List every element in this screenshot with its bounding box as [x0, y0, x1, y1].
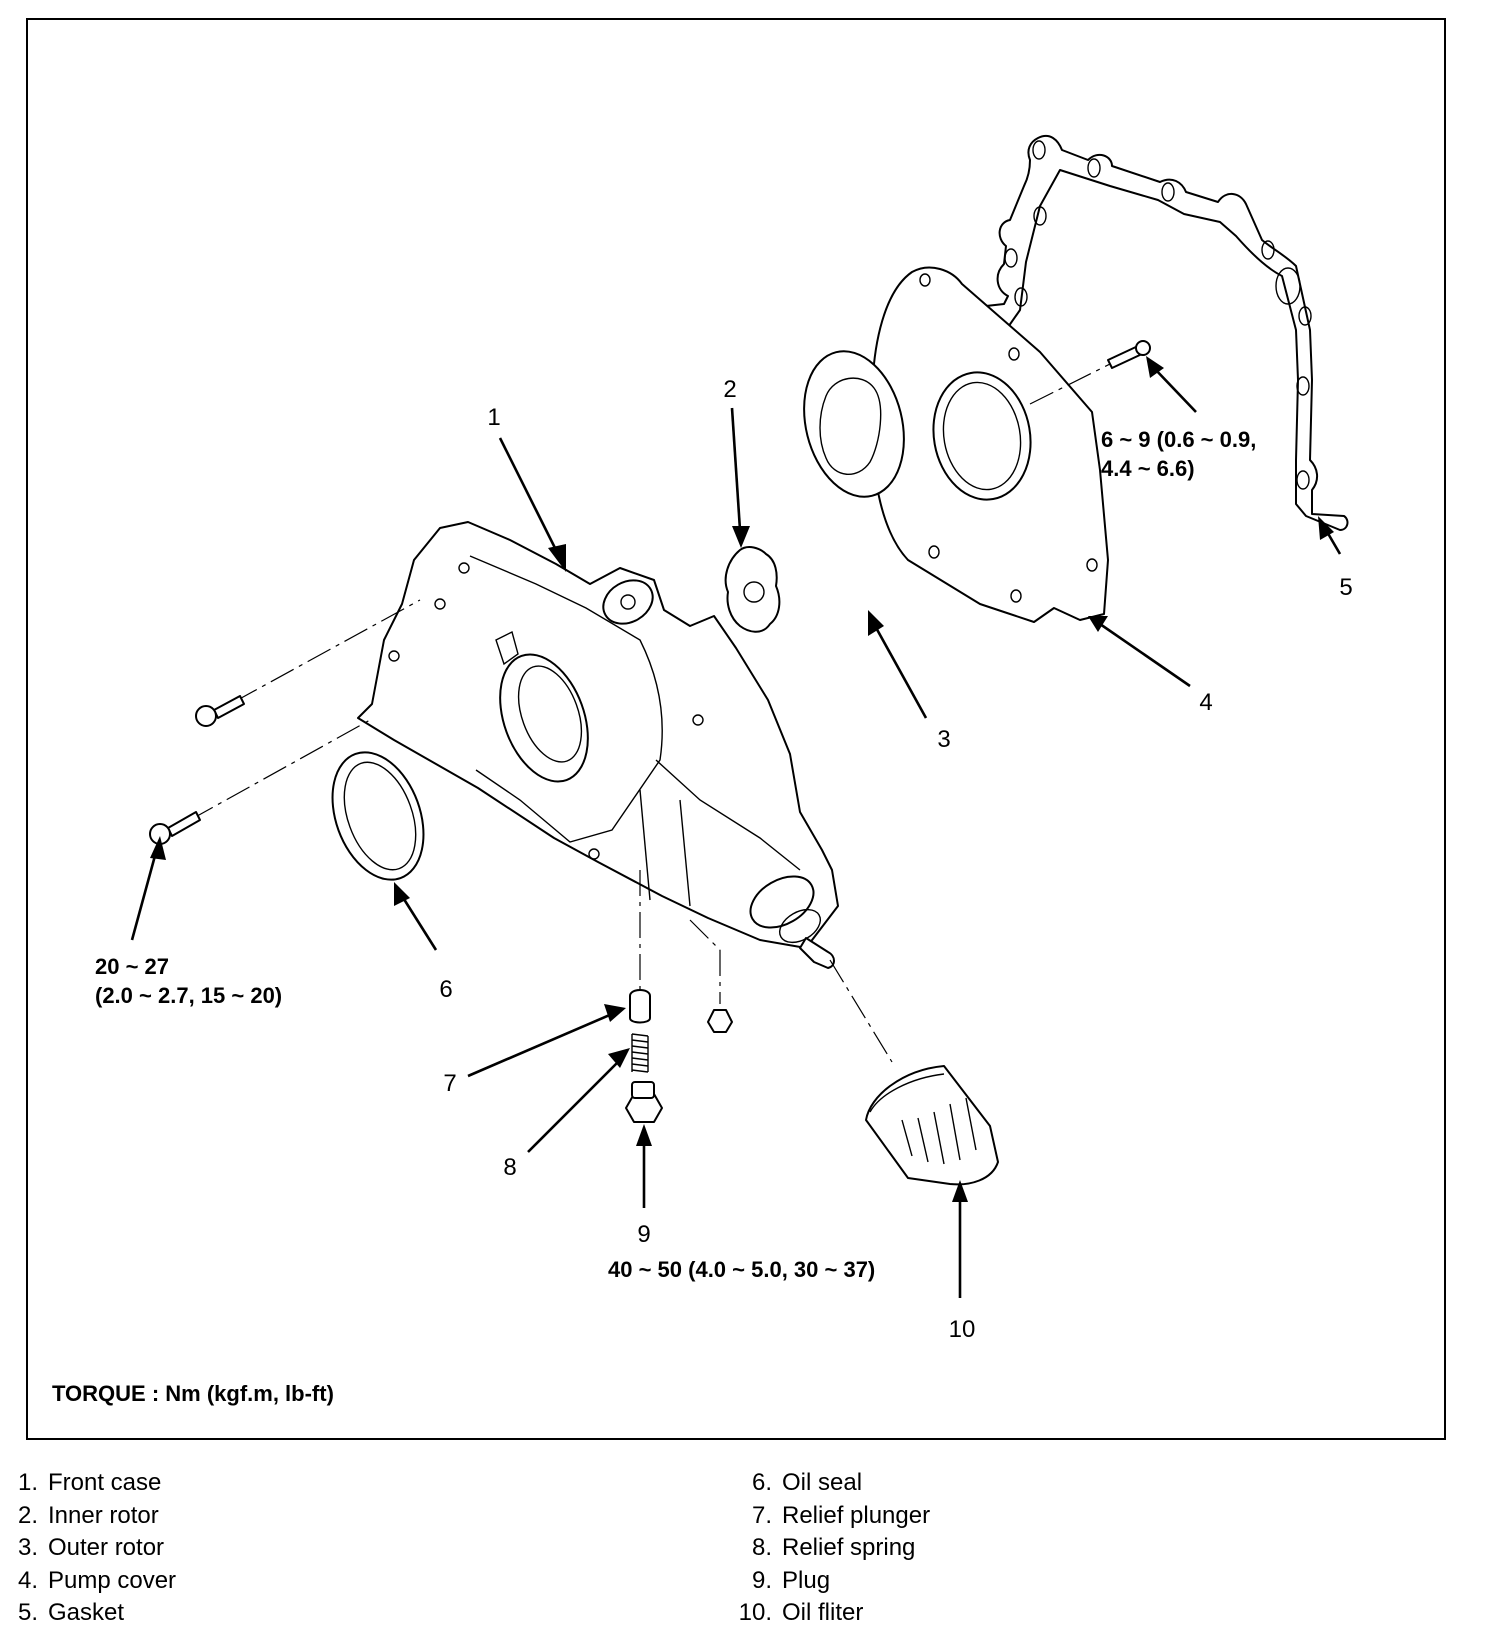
torque-spec-line: 6 ~ 9 (0.6 ~ 0.9, — [1101, 427, 1257, 452]
arrowhead-4 — [1088, 616, 1108, 632]
plug-part — [625, 1081, 663, 1123]
torque-spec-front-case-bolt: 20 ~ 27 (2.0 ~ 2.7, 15 ~ 20) — [95, 952, 282, 1010]
leader-4 — [1099, 622, 1191, 688]
torque-spec-line: 4.4 ~ 6.6) — [1101, 456, 1195, 481]
parts-legend-right: 6. Oil seal 7. Relief plunger 8. Relief spr… — [722, 1467, 930, 1630]
arrowhead-front-case-bolt — [150, 836, 166, 860]
callout-10: 10 — [948, 1316, 976, 1343]
parts-legend-left: 1. Front case 2. Inner rotor 3. Outer rotor… — [0, 1467, 176, 1630]
relief-spring-part — [631, 1033, 649, 1073]
leader-pump-cover-bolt-torque — [1153, 367, 1197, 413]
legend-item: 8. Relief spring — [722, 1532, 930, 1565]
legend-item: 10. Oil fliter — [722, 1597, 930, 1630]
oil-filter-part — [829, 959, 999, 1186]
legend-item: 9. Plug — [722, 1565, 930, 1598]
arrowhead-2 — [732, 526, 750, 548]
legend-number: 6. — [751, 1469, 772, 1496]
legend-item: 2. Inner rotor — [0, 1500, 176, 1533]
callout-5: 5 — [1339, 574, 1353, 601]
callout-6: 6 — [439, 976, 453, 1003]
arrowhead-9 — [636, 1124, 652, 1146]
legend-item: 5. Gasket — [0, 1597, 176, 1630]
legend-part-name: Pump cover — [48, 1566, 177, 1594]
legend-item: 6. Oil seal — [722, 1467, 930, 1500]
arrowhead-pump-cover-bolt — [1146, 356, 1164, 378]
arrowhead-3 — [868, 610, 884, 636]
leader-7 — [467, 1012, 613, 1078]
legend-number: 5. — [17, 1599, 38, 1626]
front-case-bolt-upper — [195, 599, 421, 727]
callout-7: 7 — [443, 1070, 457, 1097]
arrowhead-1 — [548, 544, 566, 572]
torque-spec-line: 40 ~ 50 (4.0 ~ 5.0, 30 ~ 37) — [608, 1257, 876, 1282]
outer-rotor-part — [803, 350, 905, 498]
arrowhead-7 — [604, 1004, 626, 1022]
torque-spec-pump-cover-bolt: 6 ~ 9 (0.6 ~ 0.9, 4.4 ~ 6.6) — [1101, 425, 1256, 483]
legend-number: 9. — [751, 1566, 772, 1594]
legend-number: 3. — [17, 1534, 38, 1561]
callout-4: 4 — [1199, 689, 1213, 716]
front-case-bolt-lower — [149, 719, 371, 845]
callout-2: 2 — [723, 376, 737, 403]
inner-rotor-part — [724, 546, 781, 633]
callout-9: 9 — [637, 1221, 651, 1248]
legend-part-name: Oil seal — [782, 1469, 863, 1496]
legend-part-name: Outer rotor — [48, 1534, 165, 1561]
legend-item: 7. Relief plunger — [722, 1500, 930, 1533]
legend-part-name: Relief spring — [782, 1534, 916, 1561]
legend-number: 7. — [751, 1501, 772, 1529]
legend-item: 3. Outer rotor — [0, 1532, 176, 1565]
legend-part-name: Inner rotor — [48, 1501, 159, 1529]
leader-3 — [872, 623, 928, 719]
torque-spec-line: (2.0 ~ 2.7, 15 ~ 20) — [95, 983, 283, 1008]
legend-part-name: Plug — [782, 1566, 831, 1594]
leader-front-case-bolt-torque — [130, 851, 158, 941]
diagram-frame — [26, 18, 1446, 1440]
arrowhead-5 — [1318, 516, 1334, 540]
legend-number: 10. — [738, 1599, 772, 1626]
relief-plunger-part — [629, 870, 651, 1024]
leader-lines — [130, 356, 1342, 1298]
arrowhead-10 — [952, 1180, 968, 1202]
legend-part-name: Gasket — [48, 1599, 125, 1626]
oil-seal-part — [331, 751, 425, 881]
front-case-part — [357, 521, 839, 969]
pump-cover-bolt — [1029, 340, 1151, 405]
legend-number: 8. — [751, 1534, 772, 1561]
legend-part-name: Relief plunger — [782, 1501, 931, 1529]
legend-number: 1. — [17, 1469, 38, 1496]
torque-spec-line: 20 ~ 27 — [95, 954, 170, 979]
leader-2 — [730, 407, 742, 531]
legend-item: 1. Front case — [0, 1467, 176, 1500]
pump-cover-part — [870, 266, 1109, 623]
legend-number: 2. — [17, 1501, 38, 1529]
legend-part-name: Front case — [48, 1469, 162, 1496]
callout-1: 1 — [487, 404, 501, 431]
callout-3: 3 — [937, 726, 951, 753]
leader-8 — [527, 1059, 621, 1153]
gasket-part — [985, 134, 1349, 531]
legend-part-name: Oil fliter — [782, 1599, 864, 1626]
leader-6 — [400, 895, 438, 951]
arrowhead-8 — [608, 1048, 630, 1068]
arrowhead-6 — [394, 882, 410, 906]
torque-units-note: TORQUE : Nm (kgf.m, lb-ft) — [52, 1381, 334, 1406]
callout-8: 8 — [503, 1154, 517, 1181]
torque-spec-plug: 40 ~ 50 (4.0 ~ 5.0, 30 ~ 37) — [608, 1255, 875, 1284]
leader-1 — [498, 437, 562, 559]
drain-bolt-part — [689, 919, 733, 1033]
legend-number: 4. — [17, 1566, 38, 1594]
legend-item: 4. Pump cover — [0, 1565, 176, 1598]
